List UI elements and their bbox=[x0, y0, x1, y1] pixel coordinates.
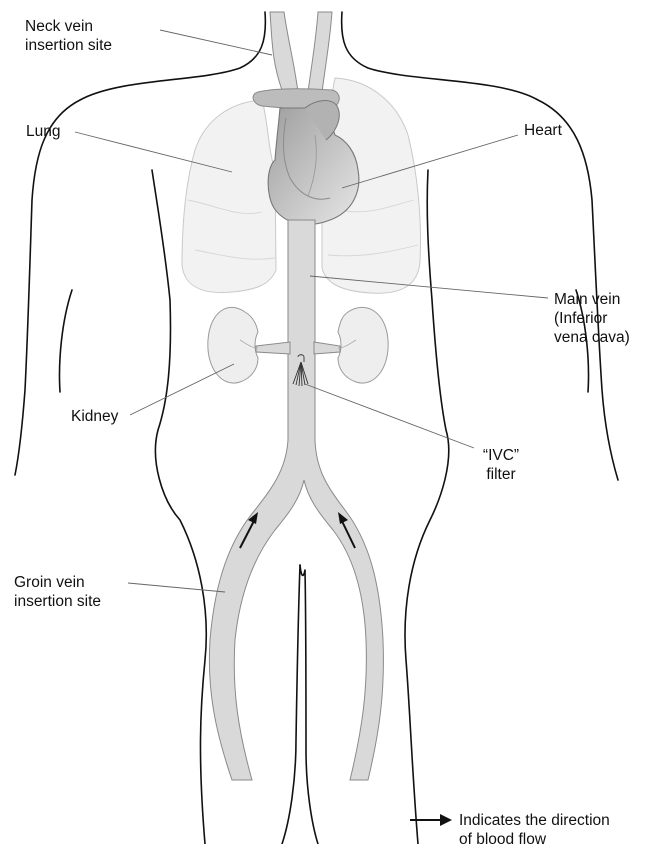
left-kidney bbox=[208, 307, 258, 383]
left-lung bbox=[182, 100, 276, 293]
ivc-filter-label: “IVC” filter bbox=[472, 446, 530, 484]
kidney-label: Kidney bbox=[71, 407, 118, 426]
right-kidney bbox=[338, 307, 388, 383]
groin-vein-label: Groin vein insertion site bbox=[14, 573, 101, 611]
main-vein-label: Main vein (Inferior vena cava) bbox=[554, 290, 630, 347]
lung-label: Lung bbox=[26, 122, 60, 141]
legend-text: Indicates the direction of blood flow bbox=[459, 811, 649, 849]
heart-label: Heart bbox=[524, 121, 562, 140]
neck-vein-label: Neck vein insertion site bbox=[25, 17, 112, 55]
